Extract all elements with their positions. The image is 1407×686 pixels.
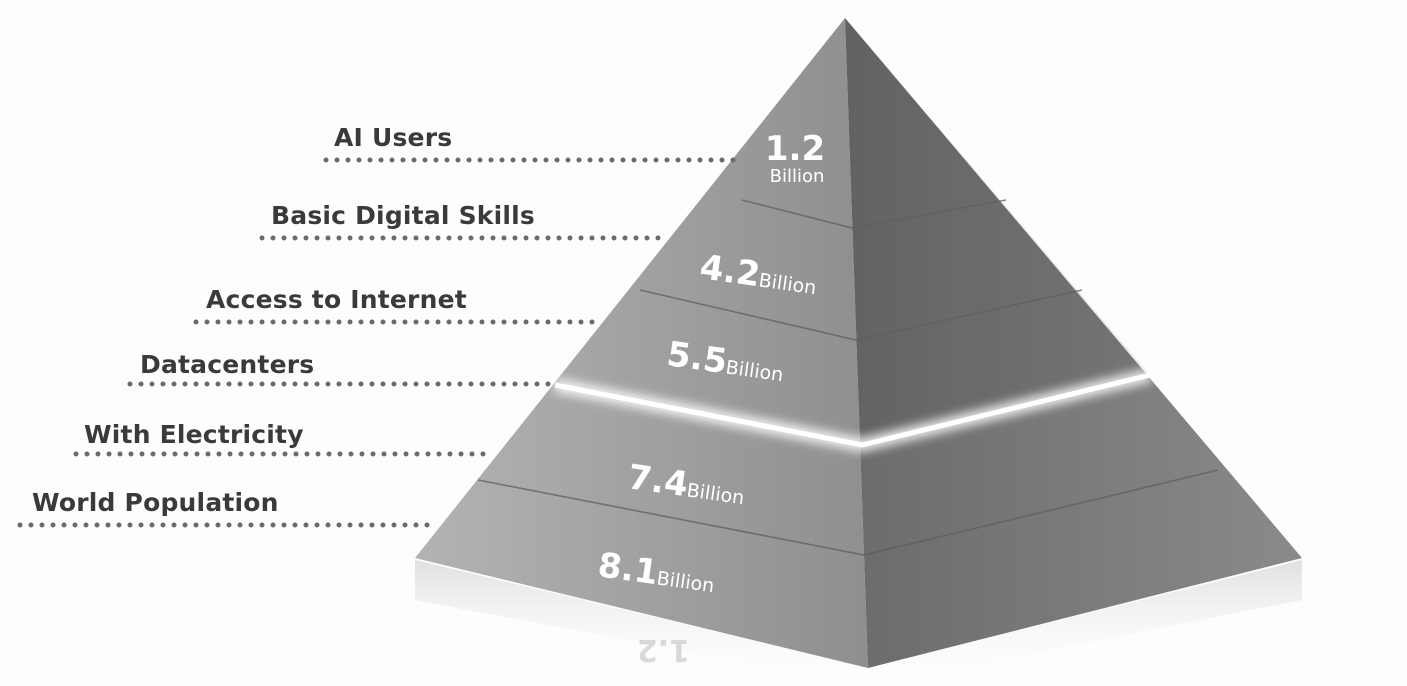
label-basic-digital-skills: Basic Digital Skills — [271, 201, 535, 230]
label-world-population: World Population — [32, 488, 279, 517]
value-access-internet: 5.5 — [664, 334, 729, 382]
floor-reflection — [415, 560, 1302, 686]
label-ai-users: AI Users — [334, 123, 453, 152]
pyramid-shade — [845, 18, 1150, 440]
reflection-value: 1.2 — [637, 632, 690, 667]
tier-separators — [477, 199, 1219, 556]
separator-3 — [477, 469, 1219, 556]
label-access-internet: Access to Internet — [206, 285, 467, 314]
value-ai-users: 1.2 — [765, 129, 825, 169]
separator-2 — [639, 289, 1083, 341]
pyramid-right-face — [845, 18, 1302, 668]
leader-lines — [17, 157, 747, 528]
value-basic-digital-skills: 4.2 — [697, 247, 762, 295]
label-with-electricity: With Electricity — [84, 420, 304, 449]
value-with-electricity: 7.4 — [625, 457, 690, 505]
pyramid-left-face — [415, 18, 868, 668]
value-world-population: 8.1 — [595, 545, 660, 593]
label-datacenters: Datacenters — [140, 350, 315, 379]
glow-line — [554, 372, 1151, 448]
separator-1 — [741, 199, 1007, 229]
unit-ai-users: Billion — [770, 166, 825, 187]
